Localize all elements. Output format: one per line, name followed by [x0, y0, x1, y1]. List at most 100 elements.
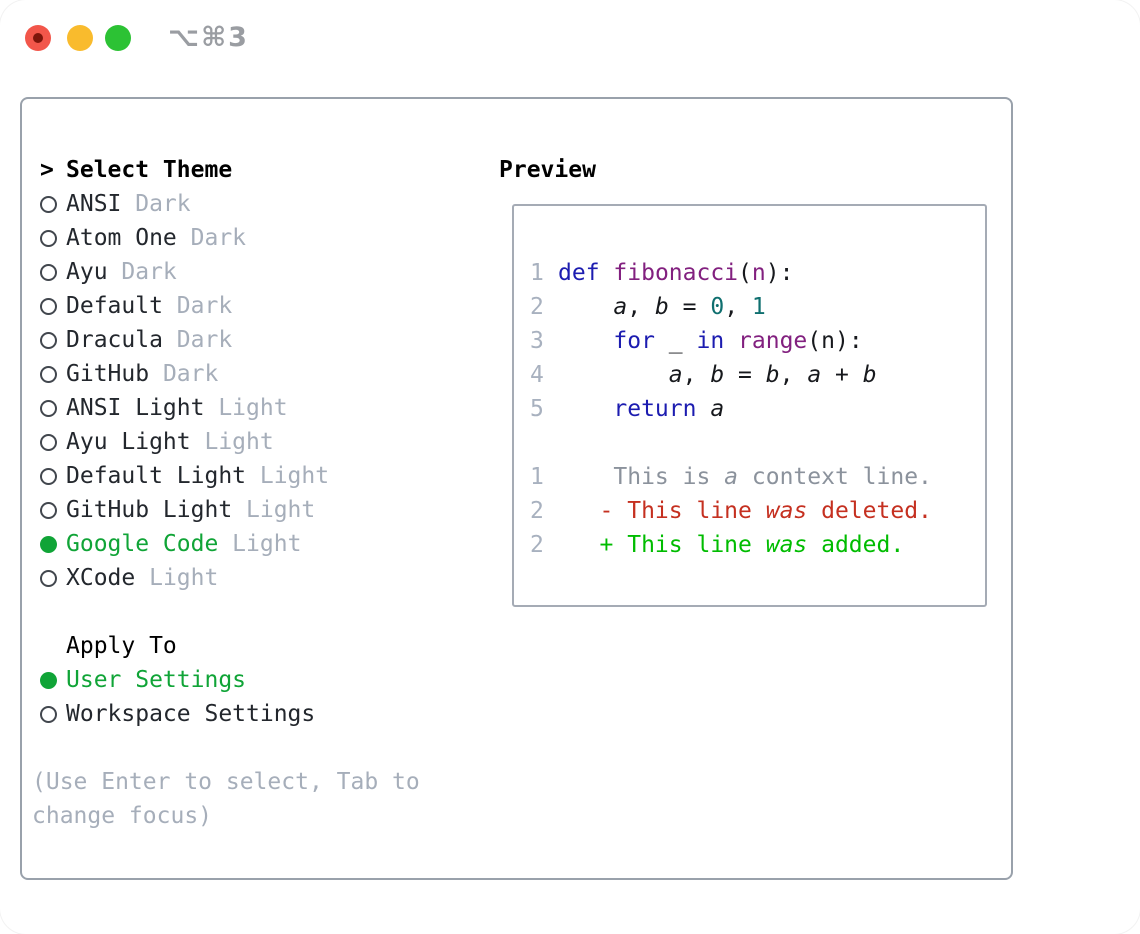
radio-icon	[40, 705, 57, 723]
code-segment: a	[613, 294, 628, 320]
line-number: 3	[530, 328, 544, 354]
code-segment: =	[668, 294, 711, 320]
code-segment: b	[654, 294, 669, 320]
code-line: 2 + This line was added.	[530, 528, 977, 562]
code-segment: b	[862, 362, 877, 388]
apply-to-title: Apply To	[66, 633, 177, 659]
theme-variant: Light	[246, 463, 330, 489]
theme-variant: Dark	[149, 361, 219, 387]
theme-option-ayu-light[interactable]: Ayu Light Light	[40, 425, 480, 459]
theme-option-ansi-light[interactable]: ANSI Light Light	[40, 391, 480, 425]
radio-selected-icon	[40, 671, 57, 689]
code-segment: + This line	[558, 532, 766, 558]
radio-icon	[40, 195, 57, 213]
code-line: 1 This is a context line.	[530, 460, 977, 494]
code-segment: ):	[765, 260, 794, 286]
theme-variant: Light	[204, 395, 288, 421]
radio-selected-icon	[40, 535, 57, 553]
apply-option-user-settings[interactable]: User Settings	[40, 663, 480, 697]
code-segment: (	[738, 260, 752, 286]
code-segment: 0	[710, 294, 725, 320]
theme-name: Default	[66, 293, 163, 319]
code-segment: 1	[751, 294, 766, 320]
code-segment: ,	[627, 294, 655, 320]
theme-option-default[interactable]: Default Dark	[40, 289, 480, 323]
code-line: 4 a, b = b, a + b	[530, 358, 977, 392]
line-number: 1	[530, 260, 544, 286]
theme-option-xcode[interactable]: XCode Light	[40, 561, 480, 595]
apply-option-label: Workspace Settings	[66, 701, 316, 727]
theme-name: Ayu	[66, 259, 108, 285]
spacer	[40, 595, 480, 629]
theme-name: GitHub	[66, 361, 150, 387]
theme-name: ANSI Light	[66, 395, 205, 421]
code-segment	[558, 392, 613, 426]
theme-variant: Light	[232, 497, 316, 523]
code-segment	[558, 358, 669, 392]
code-segment	[696, 392, 710, 426]
code-segment: was	[765, 532, 808, 558]
select-theme-title: Select Theme	[66, 157, 233, 183]
theme-option-google-code[interactable]: Google Code Light	[40, 527, 480, 561]
theme-option-github[interactable]: GitHub Dark	[40, 357, 480, 391]
code-segment: a	[724, 464, 739, 490]
theme-name: Google Code	[66, 531, 219, 557]
theme-option-dracula[interactable]: Dracula Dark	[40, 323, 480, 357]
theme-option-default-light[interactable]: Default Light Light	[40, 459, 480, 493]
code-segment: b	[710, 362, 725, 388]
apply-option-workspace-settings[interactable]: Workspace Settings	[40, 697, 480, 731]
code-segment: This is	[558, 464, 725, 490]
code-segment: was	[765, 498, 808, 524]
code-segment	[558, 324, 613, 358]
line-number: 4	[530, 362, 544, 388]
theme-variant: Dark	[162, 327, 233, 353]
theme-variant: Dark	[121, 191, 191, 217]
help-text-line1: (Use Enter to select, Tab to	[32, 769, 420, 795]
theme-variant: Dark	[176, 225, 247, 251]
line-number: 1	[530, 464, 544, 490]
line-number: 5	[530, 396, 544, 422]
line-number: 2	[530, 294, 544, 320]
theme-option-ayu[interactable]: Ayu Dark	[40, 255, 480, 289]
help-text-line2: change focus)	[32, 803, 213, 829]
radio-icon	[40, 433, 57, 451]
theme-variant: Light	[135, 565, 219, 591]
titlebar: ⌥⌘3	[0, 0, 1140, 80]
code-line: 5 return a	[530, 392, 977, 426]
preview-heading: Preview	[499, 157, 596, 183]
line-number: 2	[530, 532, 544, 558]
theme-name: XCode	[66, 565, 136, 591]
line-number: 2	[530, 498, 544, 524]
zoom-button[interactable]	[105, 25, 131, 51]
code-segment: ,	[682, 362, 711, 388]
apply-to-header: Apply To	[40, 629, 480, 663]
radio-icon	[40, 569, 57, 587]
code-segment: a	[710, 396, 725, 422]
theme-name: Ayu Light	[66, 429, 191, 455]
window-shortcut-hint: ⌥⌘3	[168, 22, 249, 53]
radio-icon	[40, 501, 57, 519]
code-segment: ,	[779, 362, 808, 388]
spacer	[40, 731, 480, 765]
code-segment: context line.	[738, 464, 932, 490]
apply-option-label: User Settings	[66, 667, 247, 693]
close-button[interactable]	[25, 25, 51, 51]
theme-option-atom-one[interactable]: Atom One Dark	[40, 221, 480, 255]
theme-variant: Light	[218, 531, 302, 557]
theme-option-github-light[interactable]: GitHub Light Light	[40, 493, 480, 527]
code-segment: fibonacci	[613, 260, 739, 286]
code-segment	[724, 324, 738, 358]
code-segment: in	[696, 328, 725, 354]
code-segment: ,	[724, 294, 752, 320]
theme-variant: Light	[190, 429, 274, 455]
code-segment: a	[807, 362, 822, 388]
line-number	[530, 426, 558, 460]
minimize-button[interactable]	[67, 25, 93, 51]
theme-option-ansi[interactable]: ANSI Dark	[40, 187, 480, 221]
code-segment: =	[724, 362, 766, 388]
code-segment	[600, 256, 614, 290]
